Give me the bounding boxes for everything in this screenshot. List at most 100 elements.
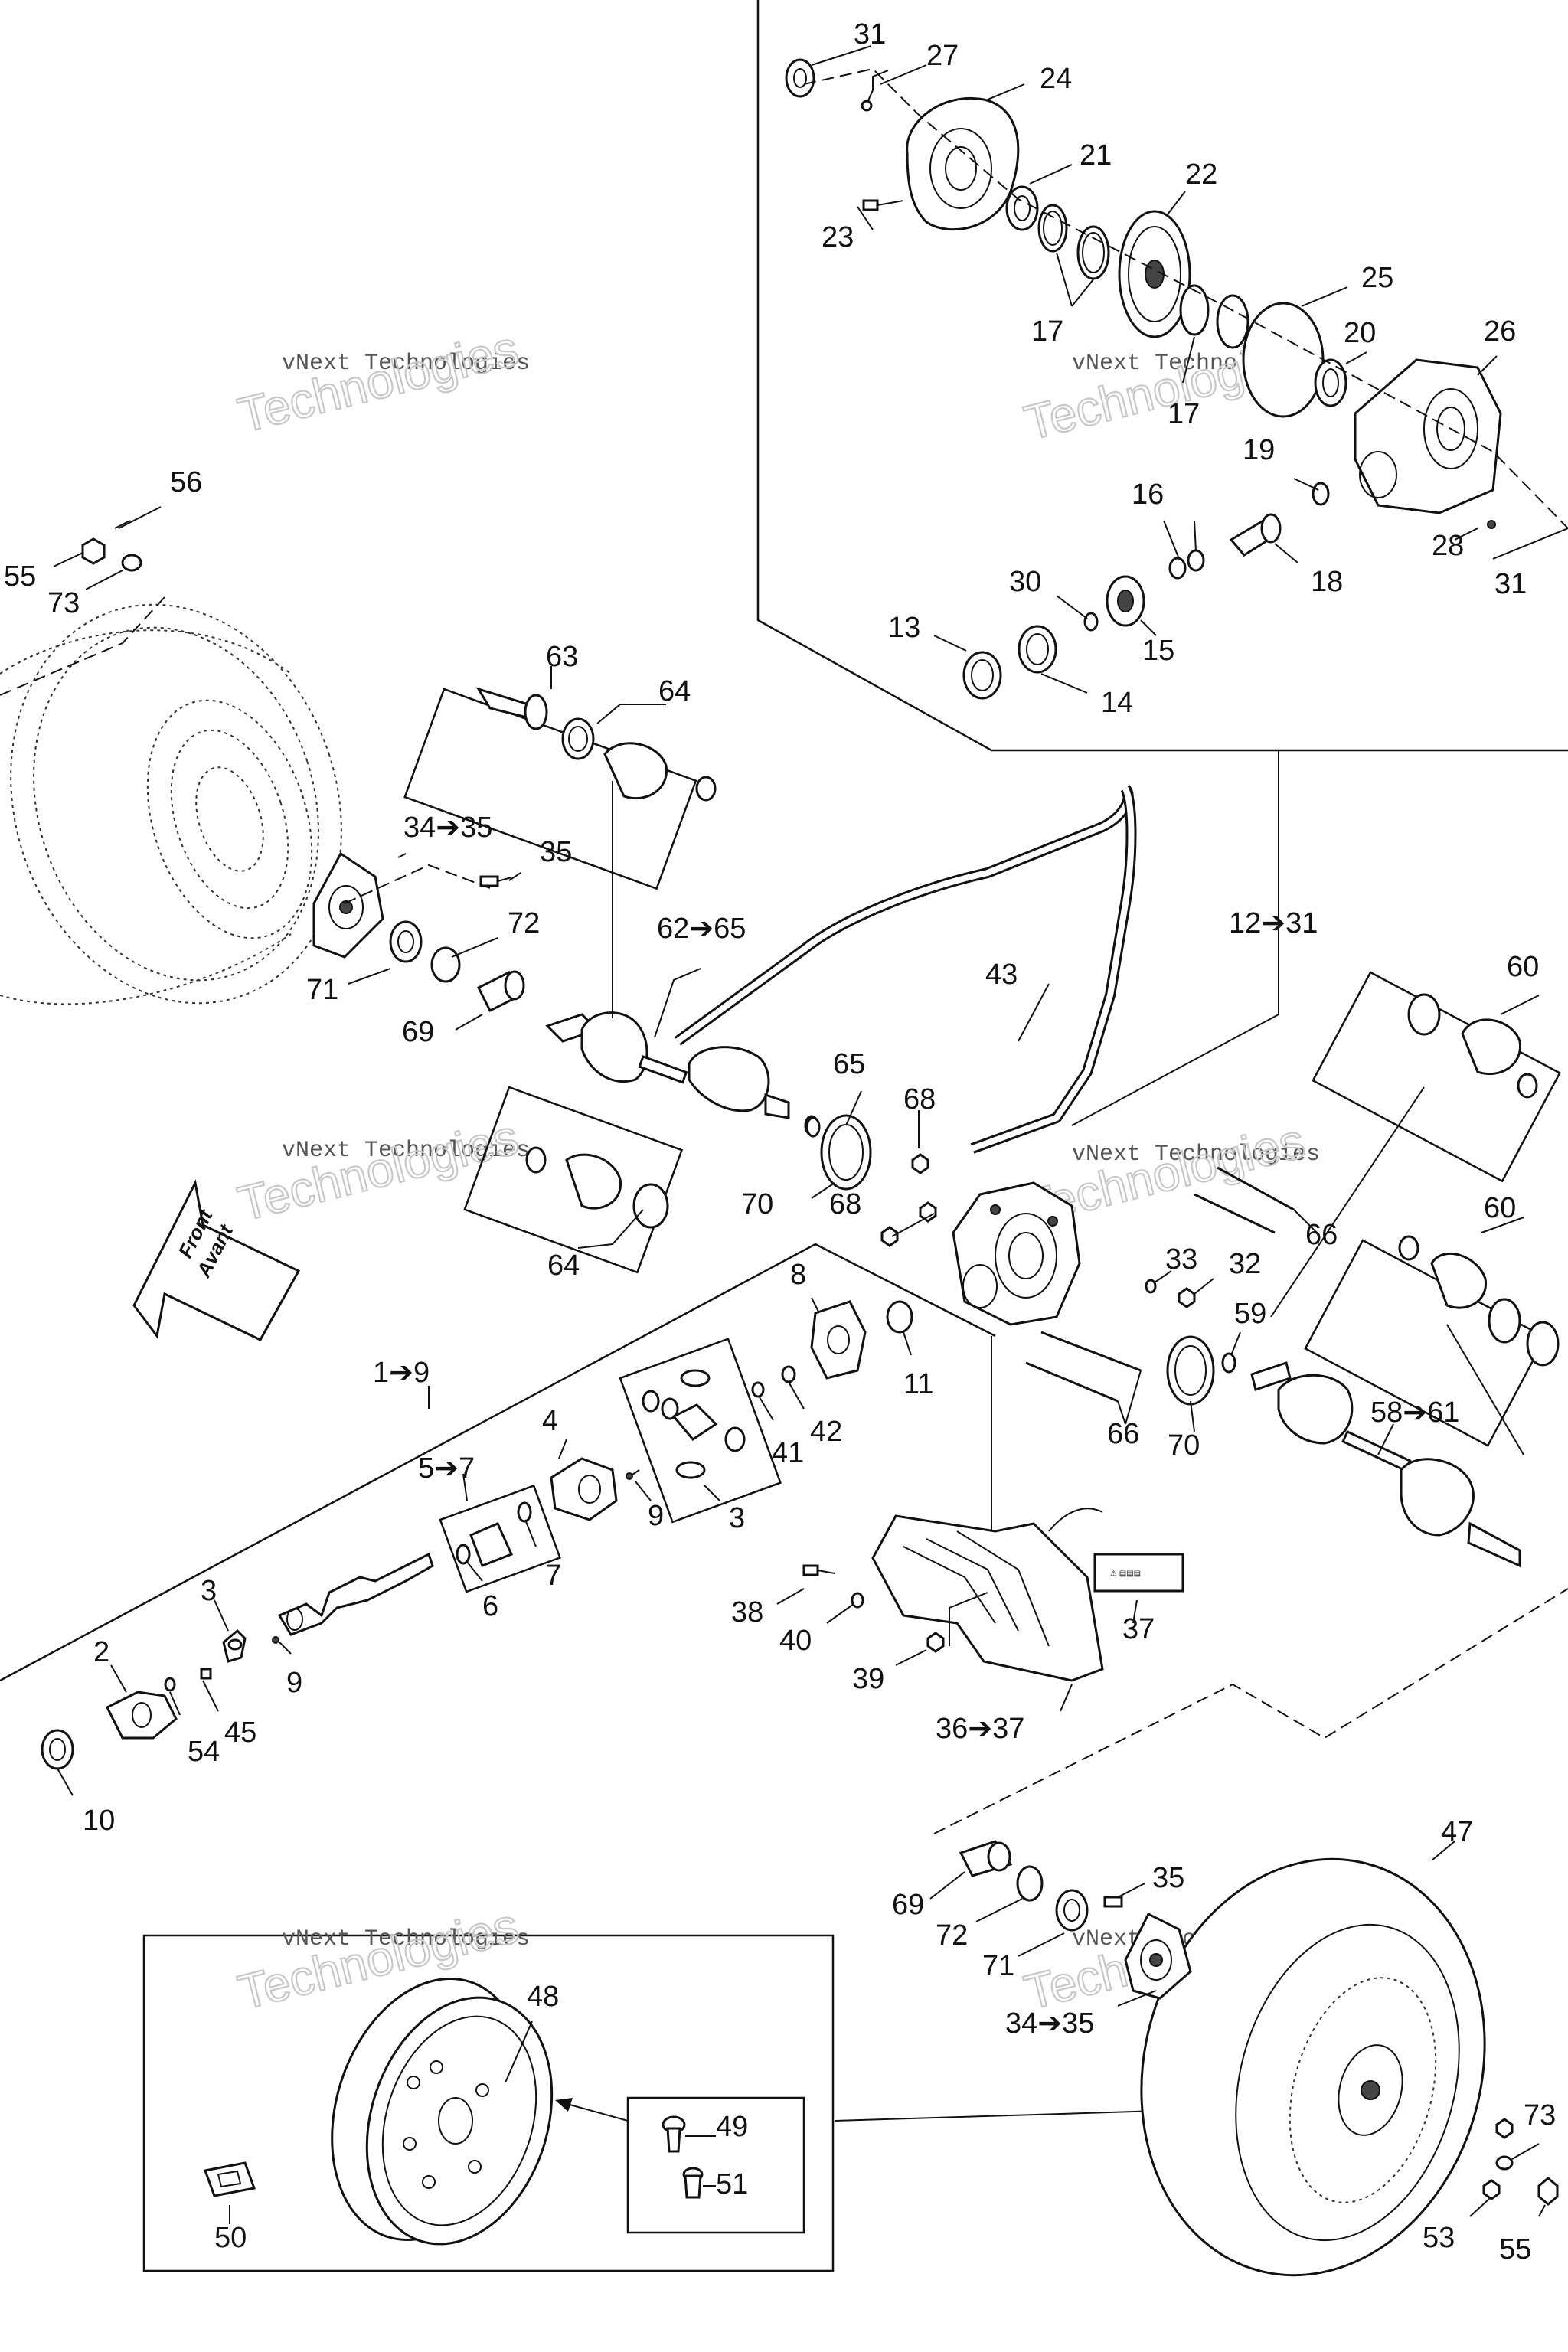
callout-labels: 31 27 24 21 22 23 25 17 20 26 17 19 16 1… <box>4 18 1556 2265</box>
callout-1-9: 1➔9 <box>373 1357 430 1389</box>
yoke-2 <box>105 1690 178 1740</box>
callout-3: 3 <box>729 1502 745 1534</box>
seal-70a <box>820 1114 872 1191</box>
plug-28 <box>1487 520 1496 529</box>
svg-text:vNext Technologies: vNext Technologies <box>282 351 530 377</box>
callout-8: 8 <box>790 1259 806 1291</box>
nut-68 <box>880 1153 937 1247</box>
callout-6: 6 <box>482 1590 498 1622</box>
universal-joint-kit-3 <box>619 1338 782 1524</box>
callout-19: 19 <box>1243 434 1275 466</box>
callout-66b: 66 <box>1107 1418 1139 1450</box>
washer-73 <box>121 554 142 572</box>
callout-28: 28 <box>1432 530 1464 562</box>
callout-59: 59 <box>1234 1298 1266 1330</box>
callout-15: 15 <box>1142 635 1174 667</box>
callout-65: 65 <box>833 1048 865 1080</box>
callout-35b: 35 <box>1152 1862 1184 1894</box>
circlip-65 <box>805 1116 821 1138</box>
left-rear-tire <box>0 603 342 1005</box>
yoke-8 <box>810 1300 867 1380</box>
callout-27: 27 <box>926 40 959 72</box>
slip-yoke-shaft <box>277 1552 434 1636</box>
callout-26: 26 <box>1484 315 1516 348</box>
callout-33: 33 <box>1165 1243 1197 1276</box>
callout-9b: 9 <box>286 1667 302 1699</box>
wheel-hub-34 <box>312 851 384 959</box>
callout-53: 53 <box>1423 2222 1455 2254</box>
callout-63: 63 <box>546 641 578 673</box>
callout-58-61: 58➔61 <box>1370 1396 1459 1429</box>
bearing-15 <box>1106 575 1145 627</box>
washer-54-bolt-45 <box>164 1668 212 1692</box>
callout-9: 9 <box>648 1500 664 1532</box>
callout-24: 24 <box>1040 63 1072 95</box>
callout-32: 32 <box>1229 1248 1261 1280</box>
callout-70b: 70 <box>1168 1429 1200 1462</box>
callout-34-35b: 34➔35 <box>1005 2007 1094 2040</box>
o-ring-30 <box>1083 612 1099 632</box>
callout-48: 48 <box>527 1981 559 2013</box>
callout-14: 14 <box>1101 687 1133 719</box>
callout-4: 4 <box>542 1405 558 1437</box>
right-rear-tire-47 <box>1140 1857 1486 2277</box>
callout-41: 41 <box>772 1437 804 1469</box>
callout-36-37: 36➔37 <box>936 1713 1024 1745</box>
seal-10 <box>41 1729 74 1770</box>
callout-21: 21 <box>1080 139 1112 172</box>
callout-73: 73 <box>47 587 80 619</box>
boot-kit-60a <box>1312 971 1561 1183</box>
callout-49: 49 <box>716 2111 748 2143</box>
callout-51: 51 <box>716 2168 748 2200</box>
callout-25: 25 <box>1361 262 1393 294</box>
callout-70: 70 <box>741 1188 773 1220</box>
differential-assembly <box>952 1181 1081 1326</box>
callout-22: 22 <box>1185 158 1217 191</box>
wheel-hub-34b <box>1124 1912 1192 2000</box>
callout-55: 55 <box>4 560 36 593</box>
pinion-parts-16-19 <box>1168 482 1330 580</box>
callout-69b: 69 <box>892 1889 924 1921</box>
callout-31b: 31 <box>1494 568 1527 600</box>
callout-20: 20 <box>1344 317 1376 349</box>
cotter-pin-56 <box>114 520 131 529</box>
skid-plate-36-37 <box>871 1514 1104 1682</box>
callout-17b: 17 <box>1168 398 1200 430</box>
washer-40 <box>851 1592 864 1609</box>
callout-43: 43 <box>985 959 1018 991</box>
callout-17: 17 <box>1031 315 1063 348</box>
callout-71: 71 <box>306 974 338 1006</box>
valve-stem-49 <box>662 2115 686 2153</box>
stud-35b <box>1103 1896 1123 1908</box>
callout-73b: 73 <box>1524 2099 1556 2132</box>
svg-text:Technologies: Technologies <box>233 1109 524 1231</box>
bearing-69 <box>476 970 525 1013</box>
warning-decal-icon: ⚠ ▤▤▤ <box>1110 1570 1141 1578</box>
seal-13 <box>962 651 1002 700</box>
shim-17b <box>1179 284 1250 349</box>
drive-shaft-58-61 <box>1250 1361 1521 1568</box>
callout-11: 11 <box>903 1368 933 1400</box>
seal-11 <box>886 1300 913 1334</box>
callout-60b: 60 <box>1484 1192 1516 1224</box>
nut-53-washer-73-nut-55 <box>1482 2118 1559 2206</box>
callout-3b: 3 <box>201 1575 217 1607</box>
callout-64: 64 <box>658 675 691 707</box>
seal-71 <box>389 920 423 963</box>
rear-wheel-frame <box>933 1588 1568 1834</box>
differential-cover-24 <box>906 97 1020 231</box>
callout-18: 18 <box>1311 566 1343 598</box>
callout-7: 7 <box>545 1560 561 1592</box>
screw-38 <box>802 1564 835 1576</box>
circlip-59 <box>1221 1352 1236 1374</box>
callout-2: 2 <box>93 1636 109 1668</box>
bolts-66 <box>1025 1166 1295 1403</box>
ring-72 <box>430 946 461 983</box>
callout-69: 69 <box>402 1016 434 1048</box>
callout-40: 40 <box>779 1625 812 1657</box>
breather-fitting-27 <box>861 70 889 112</box>
callout-39: 39 <box>852 1663 884 1695</box>
callout-5-7: 5➔7 <box>418 1452 475 1485</box>
callout-54: 54 <box>188 1736 220 1768</box>
